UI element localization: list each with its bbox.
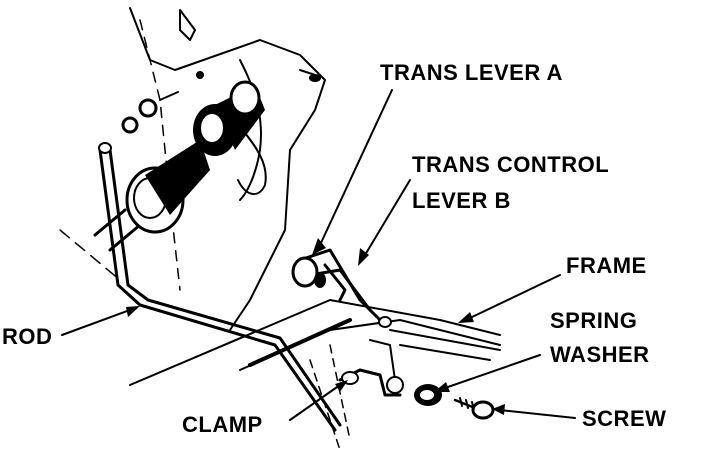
label-spring-line1: SPRING [550,308,637,333]
spring-washer [414,384,442,406]
label-trans-control-line1: TRANS CONTROL [412,152,609,177]
label-clamp: CLAMP [182,412,263,437]
label-spring-line2: WASHER [550,342,650,367]
label-trans-lever-a: TRANS LEVER A [380,60,563,85]
label-trans-control-line2: LEVER B [412,188,511,213]
frame-rail [129,299,501,451]
label-screw: SCREW [582,406,666,431]
rod [98,142,342,432]
label-rod: ROD [2,324,52,349]
transmission-housing [59,7,326,331]
shift-shaft [93,80,265,252]
clamp-bracket [338,339,404,397]
leader-lines [61,89,576,421]
label-frame: FRAME [566,253,647,278]
trans-levers [291,248,392,328]
screw [453,397,495,420]
